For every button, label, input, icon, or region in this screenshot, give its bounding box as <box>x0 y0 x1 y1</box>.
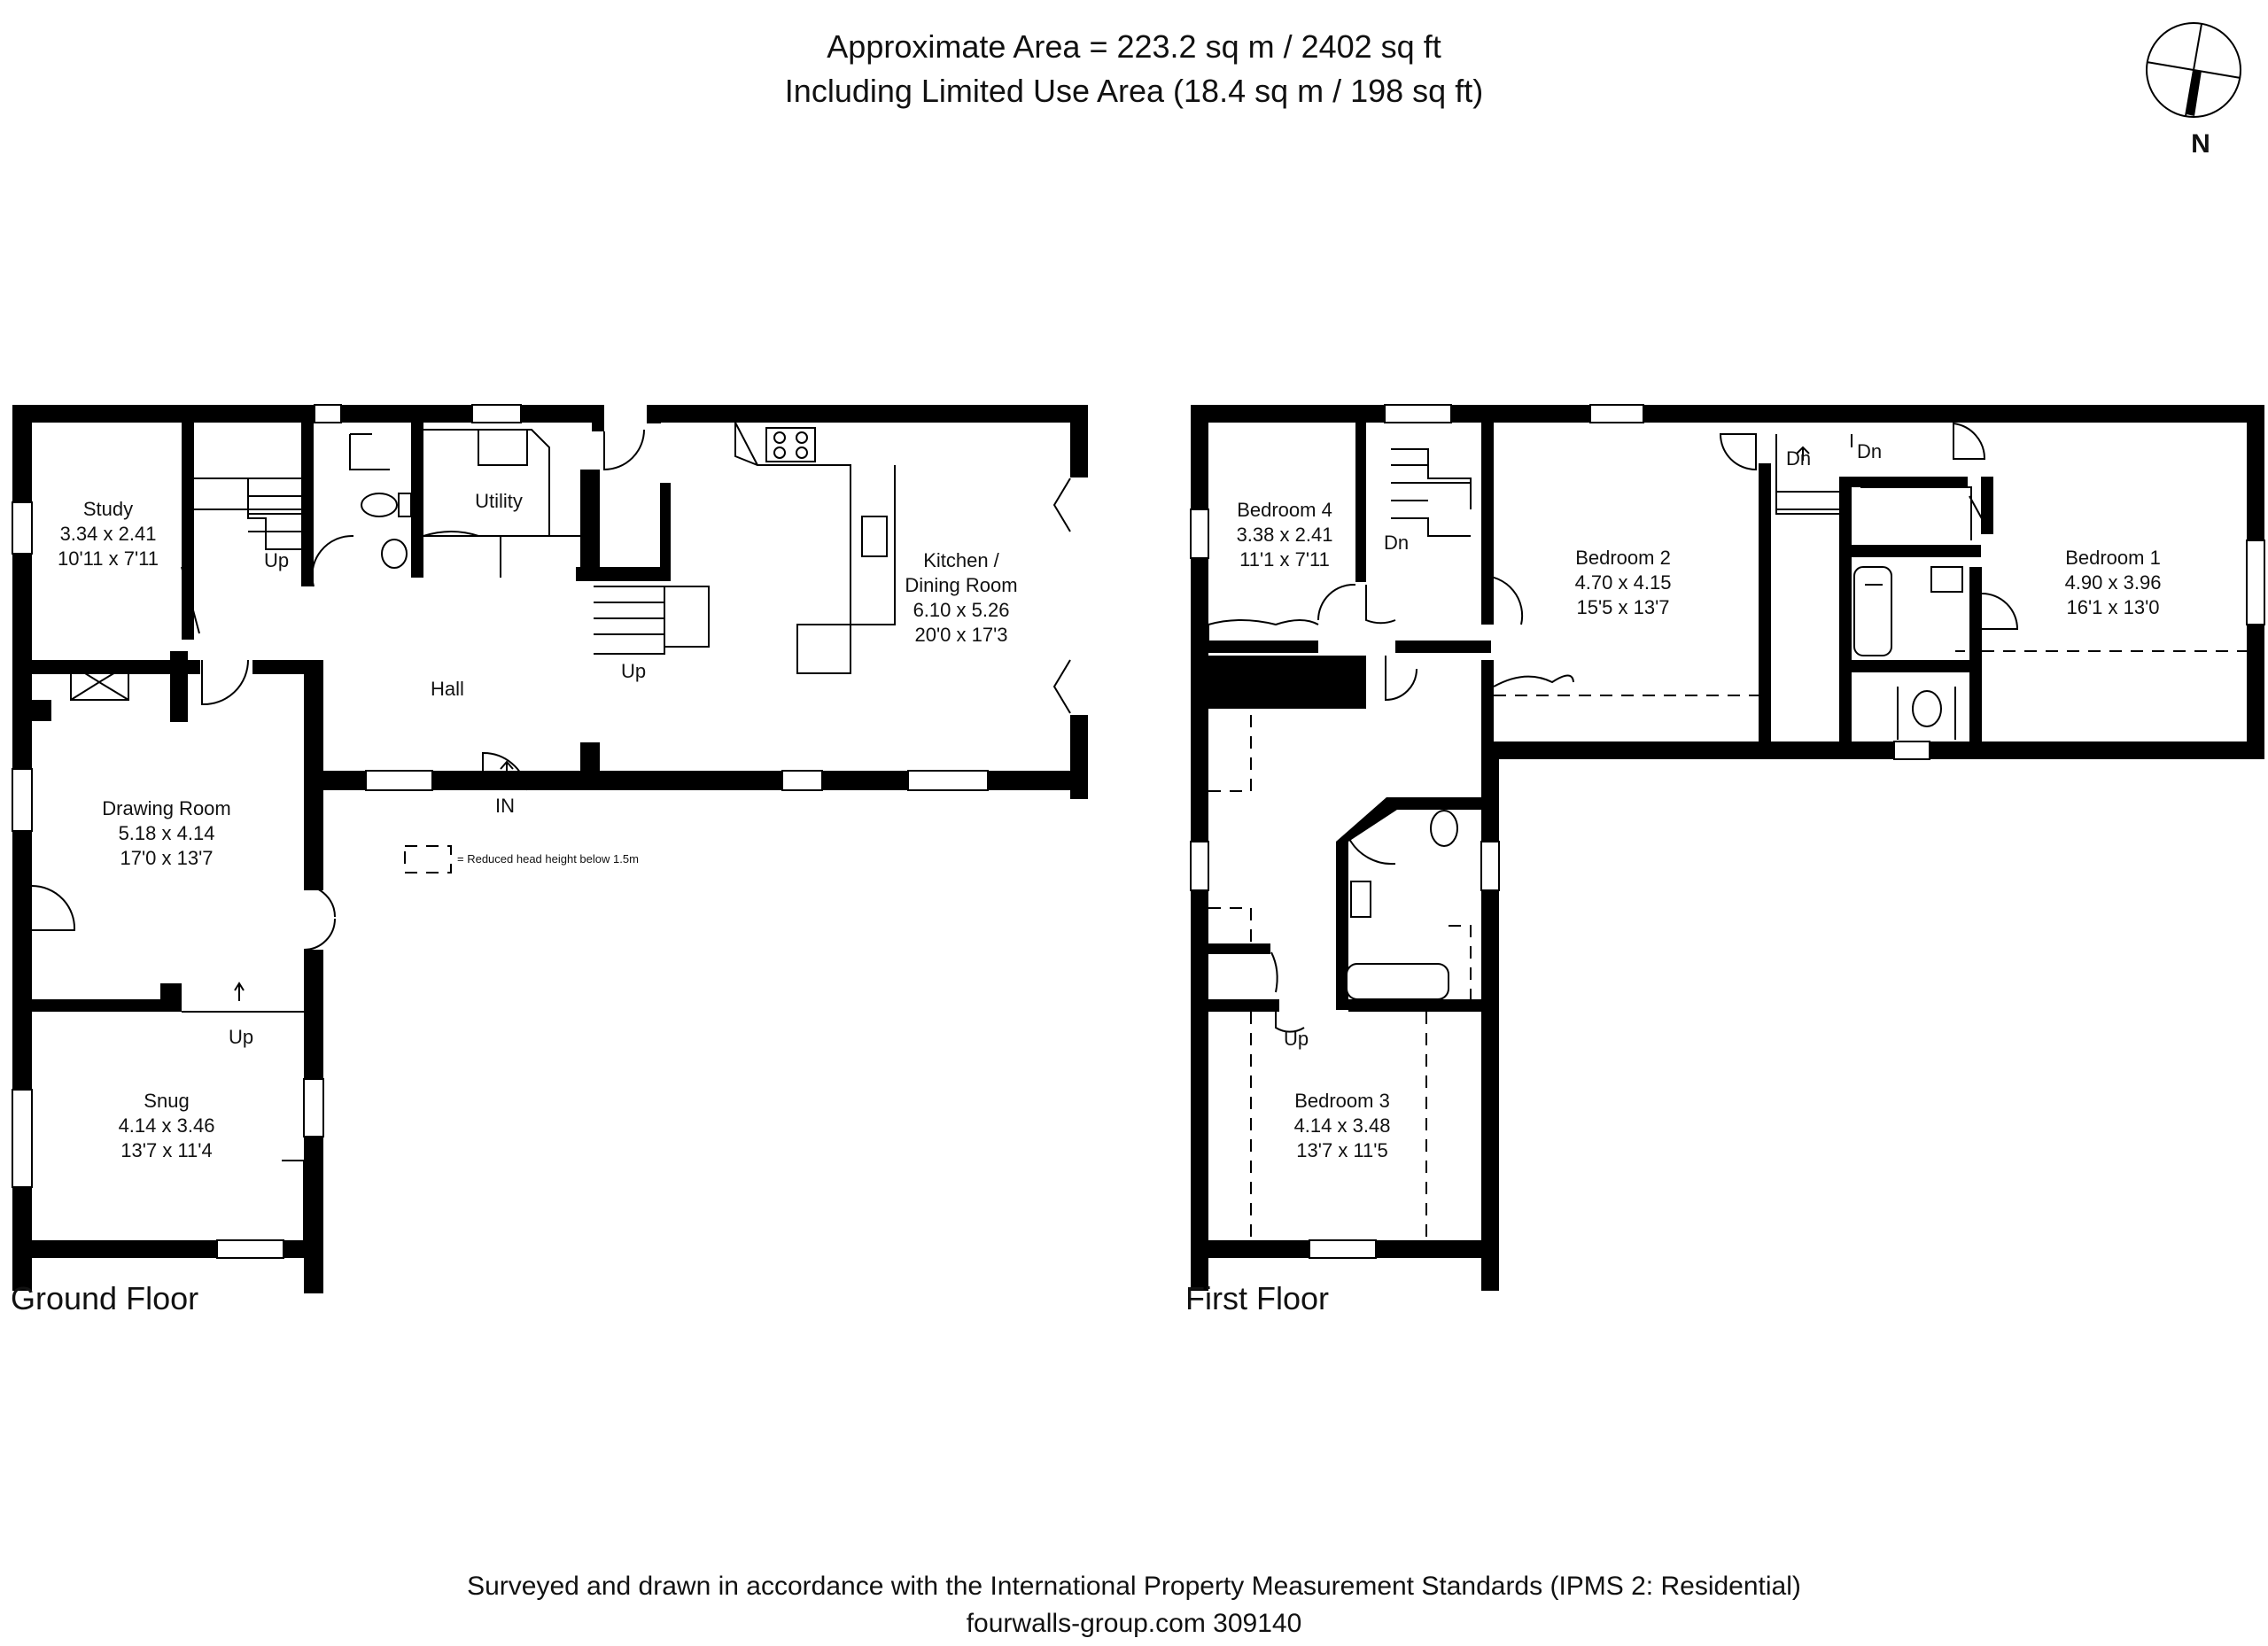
legend-text: = Reduced head height below 1.5m <box>457 852 639 866</box>
stair-label: Dn <box>1857 440 1882 462</box>
area-heading: Approximate Area = 223.2 sq m / 2402 sq … <box>827 28 1441 65</box>
limited-use-heading: Including Limited Use Area (18.4 sq m / … <box>785 73 1483 109</box>
reference-footer: fourwalls-group.com 309140 <box>967 1609 1302 1638</box>
stair-label: Up <box>1284 1028 1309 1050</box>
stair-label: Dn <box>1786 447 1811 470</box>
stair-label: Up <box>264 549 289 571</box>
room-name: Bedroom 1 <box>2065 547 2161 569</box>
room-name: Study <box>83 498 133 520</box>
ground-floor-fixtures <box>31 412 1071 1240</box>
room-study: Study 3.34 x 2.41 10'11 x 7'11 <box>58 498 159 570</box>
room-imperial: 10'11 x 7'11 <box>58 547 159 570</box>
room-name: Bedroom 2 <box>1575 547 1671 569</box>
room-imperial: 16'1 x 13'0 <box>2066 596 2159 618</box>
entrance-label: IN <box>495 795 515 817</box>
room-imperial: 13'7 x 11'4 <box>120 1139 212 1161</box>
room-bedroom-3: Bedroom 3 4.14 x 3.48 13'7 x 11'5 <box>1294 1090 1391 1161</box>
room-metric: 3.38 x 2.41 <box>1237 524 1333 546</box>
room-metric: 3.34 x 2.41 <box>60 523 157 545</box>
room-imperial: 13'7 x 11'5 <box>1296 1139 1387 1161</box>
room-utility: Utility <box>475 490 523 512</box>
room-name: Snug <box>144 1090 189 1112</box>
stair-label: Dn <box>1384 532 1409 554</box>
room-hall: Hall <box>431 678 464 700</box>
room-drawing-room: Drawing Room 5.18 x 4.14 17'0 x 13'7 <box>102 797 231 869</box>
stair-label: Up <box>621 660 646 682</box>
room-imperial: 17'0 x 13'7 <box>120 847 213 869</box>
room-name: Kitchen / <box>923 549 999 571</box>
room-name: Bedroom 4 <box>1237 499 1332 521</box>
room-metric: 6.10 x 5.26 <box>913 599 1010 621</box>
ground-floor-label: Ground Floor <box>11 1280 198 1316</box>
room-kitchen-dining: Kitchen / Dining Room 6.10 x 5.26 20'0 x… <box>905 549 1017 646</box>
first-floor-windows <box>1190 404 2265 1259</box>
room-imperial: 15'5 x 13'7 <box>1576 596 1669 618</box>
room-name-line2: Dining Room <box>905 574 1017 596</box>
ground-floor-windows <box>12 404 989 1259</box>
room-name: Drawing Room <box>102 797 231 819</box>
room-bedroom-1: Bedroom 1 4.90 x 3.96 16'1 x 13'0 <box>2065 547 2162 618</box>
room-metric: 4.90 x 3.96 <box>2065 571 2162 594</box>
room-metric: 5.18 x 4.14 <box>119 822 215 844</box>
standards-footer: Surveyed and drawn in accordance with th… <box>467 1572 1801 1601</box>
first-floor-label: First Floor <box>1185 1280 1329 1316</box>
room-metric: 4.14 x 3.48 <box>1294 1114 1391 1137</box>
stair-label: Up <box>229 1026 253 1048</box>
first-floor-walls <box>1191 405 2264 1291</box>
compass-icon <box>2146 22 2241 118</box>
room-name: Bedroom 3 <box>1294 1090 1390 1112</box>
room-bedroom-2: Bedroom 2 4.70 x 4.15 15'5 x 13'7 <box>1575 547 1672 618</box>
room-metric: 4.70 x 4.15 <box>1575 571 1672 594</box>
room-imperial: 11'1 x 7'11 <box>1239 548 1330 571</box>
room-metric: 4.14 x 3.46 <box>119 1114 215 1137</box>
room-imperial: 20'0 x 17'3 <box>914 624 1007 646</box>
ground-floor-walls <box>12 405 1088 1293</box>
room-snug: Snug 4.14 x 3.46 13'7 x 11'4 <box>119 1090 215 1161</box>
first-floor-fixtures <box>1208 422 2247 1240</box>
room-bedroom-4: Bedroom 4 3.38 x 2.41 11'1 x 7'11 <box>1237 499 1333 571</box>
compass-north-label: N <box>2191 129 2210 159</box>
